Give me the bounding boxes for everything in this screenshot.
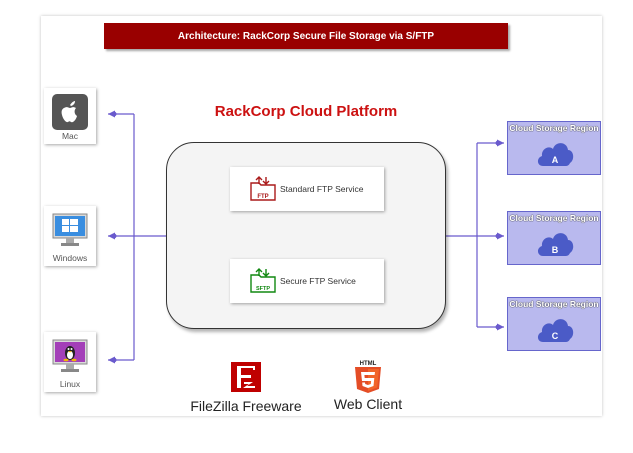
windows-icon: [52, 213, 88, 246]
secure-ftp-service: SFTP Secure FTP Service: [230, 259, 384, 303]
svg-text:B: B: [552, 245, 559, 255]
client-windows: Windows: [44, 206, 96, 266]
svg-text:HTML: HTML: [360, 361, 377, 367]
standard-ftp-service: FTP Standard FTP Service: [230, 167, 384, 211]
cloud-icon: C: [537, 319, 574, 342]
cloud-icon: A: [537, 143, 574, 166]
cloud-icon: B: [537, 233, 574, 256]
storage-region-b: Cloud Storage Region B: [507, 211, 601, 265]
tool-filezilla-label: FileZilla Freeware: [190, 398, 302, 414]
client-linux-label: Linux: [59, 379, 81, 389]
storage-region-a-label: Cloud Storage Region: [509, 123, 599, 133]
tool-filezilla: FileZilla Freeware: [176, 360, 316, 414]
linux-icon: [52, 339, 88, 372]
diagram-title: Architecture: RackCorp Secure File Stora…: [104, 23, 508, 49]
storage-region-b-label: Cloud Storage Region: [509, 213, 599, 223]
secure-ftp-label: Secure FTP Service: [280, 276, 356, 286]
tool-web-client: HTML Web Client: [323, 358, 413, 412]
client-windows-label: Windows: [52, 253, 88, 263]
apple-icon: [52, 94, 88, 130]
html5-icon: HTML: [355, 361, 381, 393]
svg-text:A: A: [552, 155, 559, 165]
storage-region-c: Cloud Storage Region C: [507, 297, 601, 351]
filezilla-icon: [231, 362, 261, 392]
svg-text:FTP: FTP: [257, 194, 268, 200]
svg-text:SFTP: SFTP: [256, 286, 270, 292]
platform-title: RackCorp Cloud Platform: [214, 103, 398, 120]
ftp-folder-icon: FTP: [250, 176, 276, 201]
client-linux: Linux: [44, 332, 96, 392]
svg-text:C: C: [552, 331, 559, 341]
storage-region-c-label: Cloud Storage Region: [509, 299, 599, 309]
tool-web-client-label: Web Client: [333, 396, 403, 412]
sftp-folder-icon: SFTP: [250, 268, 276, 293]
client-mac-label: Mac: [61, 131, 79, 141]
storage-region-a: Cloud Storage Region A: [507, 121, 601, 175]
client-mac: Mac: [44, 88, 96, 144]
standard-ftp-label: Standard FTP Service: [280, 184, 364, 194]
